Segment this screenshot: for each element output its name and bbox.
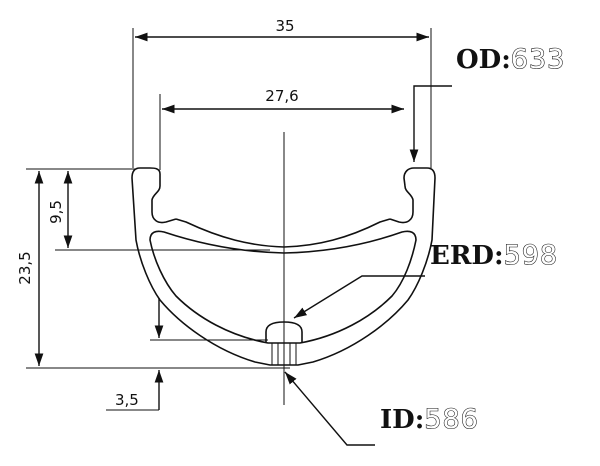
od-label-key: OD: [456,45,511,75]
erd-label: ERD:598 [430,240,558,271]
hook-depth-label: 9,5 [47,200,65,224]
rim-inner-cavity [149,230,417,344]
inner-width-label: 27,6 [265,87,298,105]
outer-width-label: 35 [275,17,294,35]
od-label-value: 633 [511,44,566,75]
hook-depth-dimension: 9,5 [47,171,270,251]
rim-left-hook [151,174,177,224]
bed-thickness-dimension: 3,5 [106,298,268,411]
rim-tire-bed [175,218,391,248]
inner-width-dimension: 27,6 [159,87,404,170]
od-callout: OD:633 [409,43,565,162]
od-label: OD:633 [456,44,565,75]
erd-label-value: 598 [504,240,559,271]
depth-label: 23,5 [16,251,34,284]
id-label: ID:586 [380,404,479,435]
outer-width-dimension: 35 [132,17,432,168]
id-label-value: 586 [424,404,479,435]
erd-callout: ERD:598 [293,239,558,319]
rim-outer-wall [131,167,436,366]
depth-dimension: 23,5 [16,168,290,369]
id-label-key: ID: [380,405,424,435]
erd-label-key: ERD: [430,241,504,271]
spoke-hole [265,321,303,343]
rim-profile [131,167,436,366]
bed-thickness-label: 3,5 [115,391,139,409]
id-callout: ID:586 [284,371,479,446]
rim-right-hook [389,185,414,224]
